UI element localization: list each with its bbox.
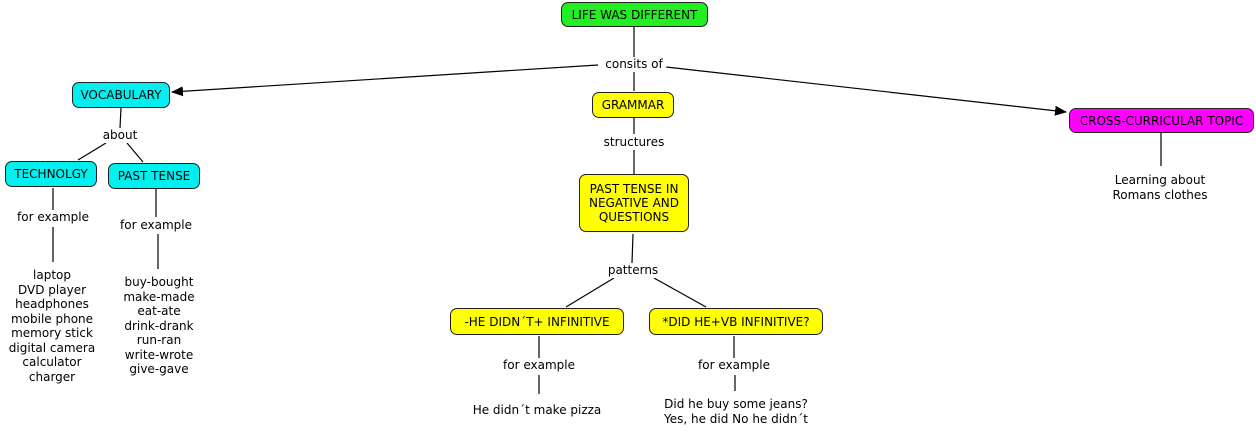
link-vocab-about [119,107,122,129]
link-label-tech-for-example: for example [17,210,89,225]
link-patterns-q [653,277,707,308]
node-life-was-different[interactable]: LIFE WAS DIFFERENT [561,2,708,27]
link-label-past-for-example: for example [120,218,192,233]
node-past-tense[interactable]: PAST TENSE [108,163,200,189]
node-negative-pattern[interactable]: -HE DIDN´T+ INFINITIVE [450,308,624,335]
node-grammar[interactable]: GRAMMAR [592,92,674,118]
arrow-to-cross [665,66,1067,116]
link-label-patterns: patterns [607,263,659,278]
link-label-q-for-example: for example [698,358,770,373]
link-about-tech [77,142,107,161]
past-tense-examples: buy-bought make-made eat-ate drink-drank… [123,275,195,377]
question-example: Did he buy some jeans? Yes, he did No he… [664,397,808,426]
link-label-consits-of: consits of [601,57,667,72]
node-question-pattern[interactable]: *DID HE+VB INFINITIVE? [649,308,823,335]
cross-curricular-example: Learning about Romans clothes [1112,173,1208,202]
link-label-neg-for-example: for example [503,358,575,373]
link-pastneg-patterns [631,233,634,264]
technology-examples: laptop DVD player headphones mobile phon… [8,268,96,384]
node-technology[interactable]: TECHNOLGY [5,161,97,187]
negative-example: He didn´t make pizza [472,403,602,418]
arrow-to-vocabulary [171,64,599,97]
link-label-structures: structures [603,135,665,150]
node-vocabulary[interactable]: VOCABULARY [72,82,170,108]
node-cross-curricular-topic[interactable]: CROSS-CURRICULAR TOPIC [1069,108,1254,133]
link-about-past [126,142,144,163]
node-past-tense-negative-questions[interactable]: PAST TENSE IN NEGATIVE AND QUESTIONS [579,174,689,232]
link-label-about: about [102,128,138,143]
link-patterns-neg [565,277,615,308]
